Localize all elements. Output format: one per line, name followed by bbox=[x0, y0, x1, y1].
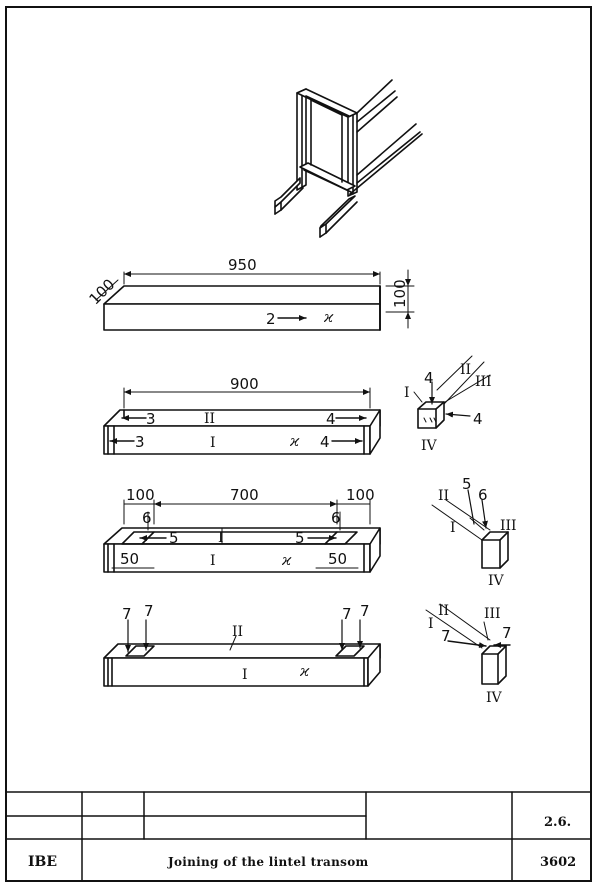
face-III-c: III bbox=[484, 606, 501, 622]
frame-assembly-sketch bbox=[274, 79, 423, 238]
ref-4d: 4 bbox=[473, 410, 483, 428]
face-I-a: I bbox=[210, 435, 216, 451]
dim-height-100: 100 bbox=[391, 279, 409, 308]
sheet-code: 2.6. bbox=[544, 815, 571, 830]
face-I-f: I bbox=[242, 667, 248, 683]
beam-finished bbox=[103, 619, 381, 687]
face-II-d: II bbox=[232, 624, 243, 640]
mark-4: ϰ bbox=[299, 662, 310, 680]
ref-7c: 7 bbox=[342, 605, 352, 623]
ref-4b: 4 bbox=[320, 433, 330, 451]
face-IV-c: IV bbox=[486, 690, 503, 706]
detail-end-view-b bbox=[431, 489, 509, 569]
ref-4c: 4 bbox=[424, 369, 434, 387]
ref-5a: 5 bbox=[169, 529, 179, 547]
dim-900: 900 bbox=[230, 375, 259, 393]
mark-1: ϰ bbox=[323, 308, 334, 326]
dim-100-right: 100 bbox=[346, 486, 375, 504]
ref-5c: 5 bbox=[462, 475, 472, 493]
beam-mortised bbox=[103, 499, 381, 573]
ref-7f: 7 bbox=[502, 624, 512, 642]
detail-end-view-a bbox=[413, 355, 491, 429]
detail-end-view-c bbox=[425, 603, 511, 685]
face-III-b: III bbox=[500, 518, 517, 534]
drawing-labels: 950 100 100 2 ϰ 900 3 3 II I ϰ 4 4 4 I I… bbox=[86, 256, 517, 706]
maker-code: IBE bbox=[28, 854, 57, 870]
beam-trimmed bbox=[103, 387, 381, 455]
ref-6a: 6 bbox=[142, 509, 152, 527]
ref-7a: 7 bbox=[122, 605, 132, 623]
face-I-b: I bbox=[404, 385, 410, 401]
dim-950: 950 bbox=[228, 256, 257, 274]
dim-50-left: 50 bbox=[120, 550, 139, 568]
face-I-d: I bbox=[210, 553, 216, 569]
face-II-b: II bbox=[460, 362, 471, 378]
ref-6b: 6 bbox=[331, 509, 341, 527]
face-IV-a: IV bbox=[421, 438, 438, 454]
ref-3a: 3 bbox=[146, 410, 156, 428]
drawing-title: Joining of the lintel transom bbox=[167, 855, 369, 869]
dim-100-left: 100 bbox=[126, 486, 155, 504]
ref-6c: 6 bbox=[478, 486, 488, 504]
dim-50-right: 50 bbox=[328, 550, 347, 568]
face-IV-b: IV bbox=[488, 573, 505, 589]
drawing-number: 3602 bbox=[540, 855, 576, 870]
face-II-e: II bbox=[438, 603, 449, 619]
dim-700: 700 bbox=[230, 486, 259, 504]
face-III-a: III bbox=[475, 374, 492, 390]
ref-7d: 7 bbox=[360, 602, 370, 620]
face-II-c: II bbox=[438, 488, 449, 504]
face-II-a: II bbox=[204, 411, 215, 427]
ref-4a: 4 bbox=[326, 410, 336, 428]
title-block: 2.6. IBE Joining of the lintel transom 3… bbox=[28, 815, 576, 870]
ref-2: 2 bbox=[266, 310, 276, 328]
mark-2: ϰ bbox=[289, 432, 300, 450]
ref-7e: 7 bbox=[441, 627, 451, 645]
ref-5b: 5 bbox=[295, 529, 305, 547]
face-I-g: I bbox=[428, 616, 434, 632]
face-I-c: I bbox=[218, 530, 224, 546]
title-block-grid bbox=[5, 791, 592, 882]
face-I-e: I bbox=[450, 520, 456, 536]
mark-3: ϰ bbox=[281, 551, 292, 569]
beam-blank bbox=[95, 269, 415, 331]
ref-7b: 7 bbox=[144, 602, 154, 620]
ref-3b: 3 bbox=[135, 433, 145, 451]
